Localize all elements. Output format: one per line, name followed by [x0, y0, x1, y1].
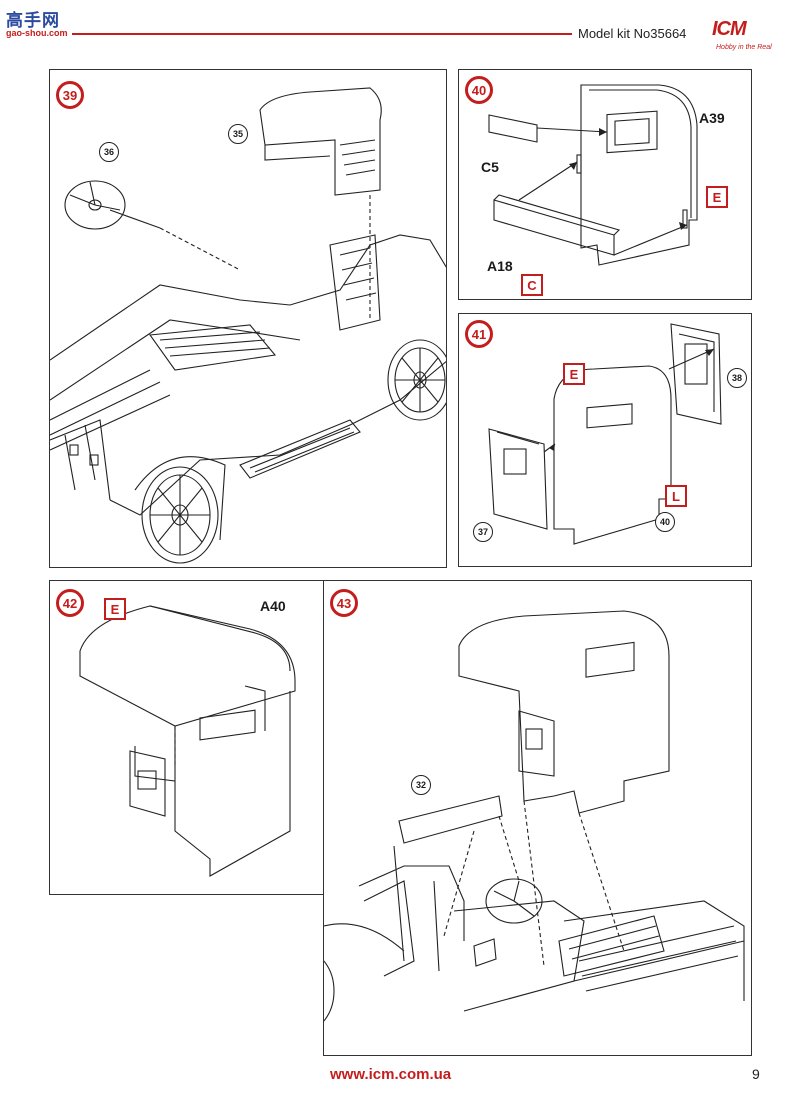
part-a39-label: A39 [699, 110, 725, 126]
step-40-badge: 40 [465, 76, 493, 104]
ref-35-callout: 35 [228, 124, 248, 144]
page-number: 9 [752, 1066, 760, 1082]
color-code-c: C [521, 274, 543, 296]
step-43-panel: 43 32 [323, 580, 752, 1056]
step-39-panel: 39 36 35 [49, 69, 447, 568]
color-code-e: E [706, 186, 728, 208]
cab-assembly-illustration [488, 323, 722, 545]
ref-38-callout: 38 [727, 368, 747, 388]
truck-chassis-illustration [50, 87, 446, 564]
cab-roof-illustration [79, 605, 296, 877]
ref-40-callout: 40 [655, 512, 675, 532]
color-code-e: E [563, 363, 585, 385]
part-a18-label: A18 [487, 258, 513, 274]
final-assembly-illustration [324, 610, 745, 1022]
cab-back-wall-illustration [488, 84, 698, 266]
watermark-logo-text: 高手网 [6, 11, 60, 30]
step-42-panel: 42 A40 E [49, 580, 324, 895]
part-a40-label: A40 [260, 598, 286, 614]
ref-32-callout: 32 [411, 775, 431, 795]
step-43-badge: 43 [330, 589, 358, 617]
step-41-badge: 41 [465, 320, 493, 348]
color-code-e: E [104, 598, 126, 620]
step-40-panel: 40 A39 C5 A18 E C [458, 69, 752, 300]
kit-number-label: Model kit No35664 [578, 26, 687, 41]
icm-brand-logo: ICM Hobby in the Real [712, 18, 772, 60]
part-c5-label: C5 [481, 159, 499, 175]
ref-36-callout: 36 [99, 142, 119, 162]
watermark-url: gao-shou.com [6, 28, 68, 38]
footer-url: www.icm.com.ua [330, 1066, 452, 1083]
header-rule [72, 33, 572, 35]
ref-37-callout: 37 [473, 522, 493, 542]
brand-tagline: Hobby in the Real [716, 44, 772, 51]
step-41-panel: 41 38 37 40 E L [458, 313, 752, 567]
step-42-badge: 42 [56, 589, 84, 617]
brand-word: ICM [712, 18, 747, 40]
color-code-l: L [665, 485, 687, 507]
step-39-badge: 39 [56, 81, 84, 109]
watermark-logo: 高手网 gao-shou.com [6, 6, 76, 40]
